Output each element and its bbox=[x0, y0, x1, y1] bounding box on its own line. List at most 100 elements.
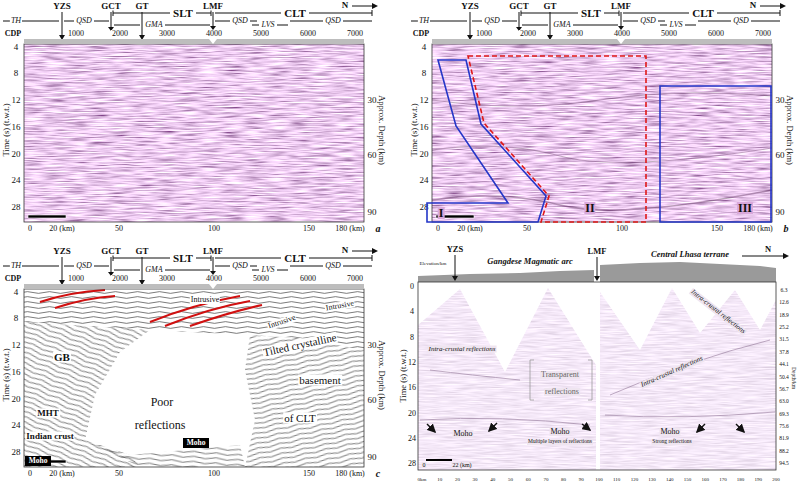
axis-title: CDP bbox=[412, 30, 430, 38]
unit-label: LVS bbox=[668, 21, 683, 29]
scale-label: 0 bbox=[422, 462, 427, 468]
time-tick: 8 bbox=[409, 334, 415, 342]
depth-tick: 90 bbox=[367, 453, 378, 462]
distance-tick: 90 bbox=[578, 477, 585, 482]
unit-label: QSD bbox=[483, 17, 501, 25]
distance-tick: 0km bbox=[417, 477, 428, 482]
axis-title: CDP bbox=[4, 30, 22, 38]
reflection-note: Transparent bbox=[540, 371, 580, 379]
axis-title: Elevation/km bbox=[419, 261, 448, 266]
distance-tick: 150 bbox=[302, 470, 316, 478]
scale-label: 20 (km) bbox=[456, 225, 484, 233]
cdp-tick: 1000 bbox=[67, 30, 85, 38]
geology-label: GB bbox=[53, 352, 71, 363]
distance-tick: 20 bbox=[454, 477, 461, 482]
cdp-tick: 5000 bbox=[252, 30, 270, 38]
unit-label: GMA bbox=[144, 21, 163, 29]
geology-label: Intrusive bbox=[190, 296, 220, 304]
time-tick: 24 bbox=[11, 421, 22, 430]
unit-label: QSD bbox=[231, 262, 249, 270]
geology-label: of CLT bbox=[283, 413, 317, 424]
fault-label: YZS bbox=[52, 247, 72, 256]
cdp-tick: 4000 bbox=[613, 30, 631, 38]
axis-title: Time (s) (t.w.t.) bbox=[2, 347, 11, 402]
time-tick: 24 bbox=[11, 176, 22, 185]
distance-tick: 190 bbox=[754, 477, 764, 482]
fault-label: GCT bbox=[100, 2, 122, 11]
axis-title: Depth/km bbox=[790, 366, 796, 390]
distance-tick: 100 bbox=[615, 225, 629, 233]
distance-tick: 170 bbox=[718, 477, 728, 482]
terrane-label: CLT bbox=[691, 8, 715, 19]
time-tick: 8 bbox=[421, 69, 428, 78]
depth-tick: 37.8 bbox=[778, 350, 790, 356]
depth-tick: 44.1 bbox=[778, 362, 790, 368]
region-outline-line bbox=[427, 60, 546, 222]
fault-label: GCT bbox=[100, 247, 122, 256]
panel-letter: c bbox=[375, 469, 381, 479]
unit-label: TH bbox=[418, 17, 430, 25]
time-tick: 20 bbox=[11, 150, 22, 159]
distance-tick: 160 bbox=[700, 477, 710, 482]
time-tick: 0 bbox=[409, 283, 415, 291]
scale-label: 0 bbox=[435, 225, 441, 233]
distance-tick: 100 bbox=[207, 470, 221, 478]
depth-tick: 94.5 bbox=[778, 461, 790, 467]
depth-tick: 25.2 bbox=[778, 325, 790, 331]
distance-tick: 180 bbox=[736, 477, 746, 482]
panel-letter: b bbox=[783, 224, 790, 234]
axis-title: Time (s) (t.w.t.) bbox=[2, 102, 11, 157]
region-number: III bbox=[737, 202, 753, 214]
depth-tick: 30 bbox=[775, 96, 786, 105]
moho-label: Moho bbox=[452, 430, 473, 438]
cdp-tick: 1000 bbox=[475, 30, 493, 38]
distance-tick: 110 bbox=[612, 477, 621, 482]
fault-label: YZS bbox=[52, 2, 72, 11]
scale-label: 22 (km) bbox=[451, 462, 472, 468]
fault-label: YZS bbox=[460, 2, 480, 11]
distance-tick: 50 bbox=[522, 225, 532, 233]
geology-label: Poor bbox=[150, 396, 175, 408]
time-tick: 4 bbox=[13, 288, 20, 297]
distance-tick: 130 bbox=[647, 477, 657, 482]
time-tick: 16 bbox=[11, 123, 22, 132]
time-tick: 12 bbox=[419, 96, 430, 105]
time-tick: 20 bbox=[407, 410, 417, 418]
moho-label: Moho bbox=[28, 457, 49, 465]
depth-tick: 31.5 bbox=[778, 338, 790, 344]
depth-tick: 88.2 bbox=[778, 449, 790, 455]
region-number: I bbox=[438, 207, 445, 219]
region-number: II bbox=[584, 202, 595, 214]
unit-label: QSD bbox=[75, 262, 93, 270]
time-tick: 4 bbox=[409, 308, 415, 316]
time-tick: 24 bbox=[407, 435, 417, 443]
time-tick: 8 bbox=[13, 69, 20, 78]
geology-label: basement bbox=[298, 375, 342, 386]
fault-label: YZS bbox=[446, 245, 465, 254]
axis-title: Time (s) (t.w.t.) bbox=[410, 102, 419, 157]
scale-label: 0 bbox=[27, 225, 33, 233]
depth-tick: 6.3 bbox=[780, 288, 789, 294]
depth-tick: 90 bbox=[775, 208, 786, 217]
terrane-label: Gangdese Magmatic arc bbox=[486, 257, 573, 266]
fault-label: GT bbox=[134, 247, 149, 256]
time-tick: 8 bbox=[13, 314, 20, 323]
distance-tick: 150 bbox=[683, 477, 693, 482]
cdp-tick: 6000 bbox=[707, 30, 725, 38]
distance-tick: 180 (km) bbox=[742, 225, 774, 233]
geology-label: Indian crust bbox=[25, 432, 74, 441]
unit-label: QSD bbox=[732, 17, 750, 25]
moho-label: Moho bbox=[659, 428, 680, 436]
unit-label: GMA bbox=[144, 266, 163, 274]
depth-tick: 90 bbox=[367, 208, 378, 217]
reflection-note: Intra-crustal reflections bbox=[428, 346, 497, 353]
cdp-tick: 3000 bbox=[158, 30, 176, 38]
time-tick: 12 bbox=[407, 359, 417, 367]
depth-tick: 60 bbox=[367, 151, 378, 160]
region-outline: I bbox=[427, 60, 546, 222]
cdp-tick: 2000 bbox=[519, 30, 537, 38]
geology-label: reflections bbox=[134, 419, 187, 431]
reflection-note: Multiple layers of reflections bbox=[527, 439, 593, 445]
depth-tick: 63.0 bbox=[778, 399, 790, 405]
